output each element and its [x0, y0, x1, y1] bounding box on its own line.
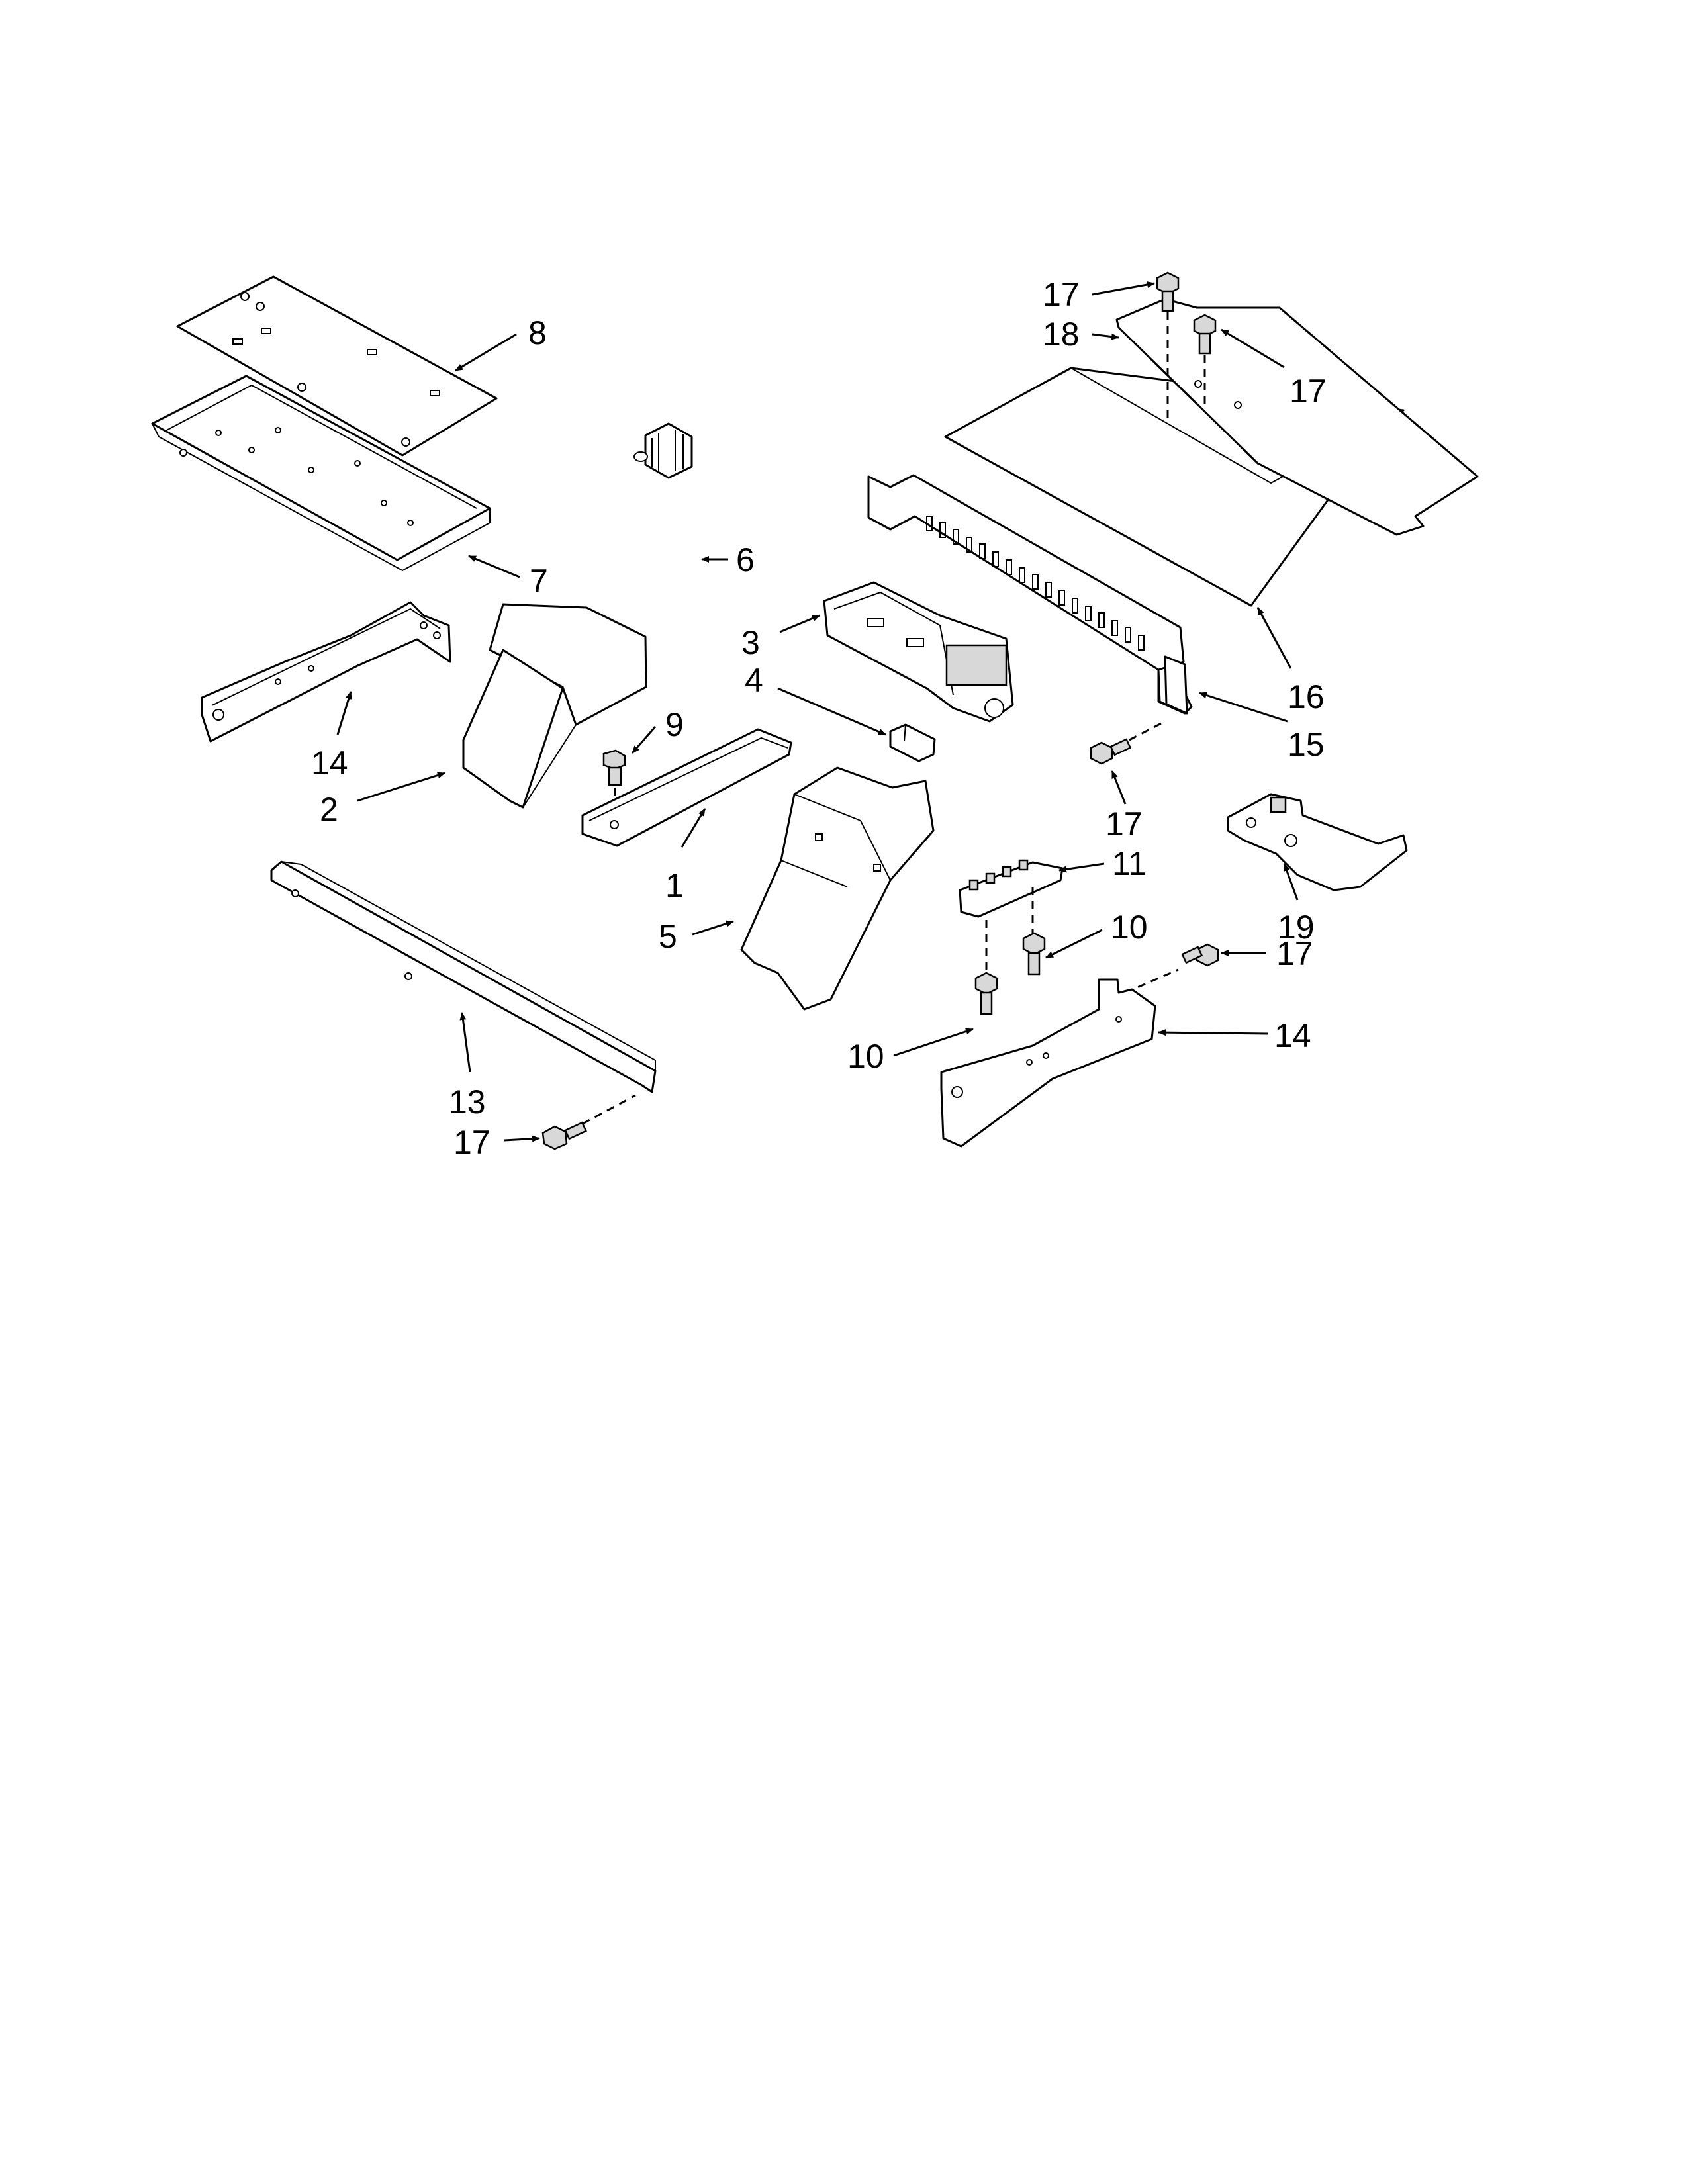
callout-17-mid-right: 17: [1105, 805, 1143, 842]
part-17-screw-top-b[interactable]: [1193, 314, 1217, 355]
part-2-duct[interactable]: [462, 603, 647, 809]
part-17-screw-lower-left[interactable]: [541, 1121, 587, 1150]
callout-6: 6: [736, 541, 755, 578]
callout-3: 3: [741, 624, 760, 661]
callout-15: 15: [1288, 726, 1325, 763]
callout-17-top-a: 17: [1043, 276, 1080, 313]
callout-19: 19: [1278, 909, 1315, 946]
callout-7: 7: [530, 563, 548, 600]
callout-16: 16: [1288, 678, 1325, 715]
callout-9: 9: [665, 706, 684, 743]
callout-1: 1: [665, 867, 684, 904]
part-19-bracket-plate[interactable]: [1227, 793, 1408, 891]
part-17-screw-top-a[interactable]: [1156, 271, 1180, 312]
callout-18: 18: [1043, 316, 1080, 353]
callout-10-upper: 10: [1111, 909, 1148, 946]
part-13-long-rail[interactable]: [270, 860, 657, 1093]
part-18-top-panel[interactable]: [1115, 298, 1479, 536]
part-5-shield[interactable]: [740, 766, 935, 1011]
part-17-screw-lower-right[interactable]: [1181, 943, 1219, 967]
callout-2: 2: [320, 791, 338, 828]
callout-17-top-b: 17: [1289, 373, 1327, 410]
callout-4: 4: [745, 662, 763, 699]
part-14-left-bracket[interactable]: [201, 601, 451, 743]
callout-13: 13: [449, 1083, 486, 1120]
part-17-screw-mid-right[interactable]: [1090, 738, 1132, 765]
part-7-tray[interactable]: [151, 375, 491, 572]
part-10-screw-a[interactable]: [974, 972, 998, 1015]
callout-17-lower-right: 17: [1276, 935, 1313, 972]
part-11-terminal-block[interactable]: [959, 859, 1064, 918]
part-4-block[interactable]: [889, 723, 936, 762]
callout-10-lower: 10: [847, 1038, 884, 1075]
part-10-screw-b[interactable]: [1022, 932, 1046, 976]
part-15-vented-panel[interactable]: [867, 474, 1193, 715]
part-9-screw[interactable]: [602, 749, 626, 786]
part-3-motor-assembly[interactable]: [823, 581, 1014, 723]
callout-11: 11: [1112, 845, 1147, 882]
part-14-right-bracket[interactable]: [940, 978, 1156, 1148]
callout-17-lower-left: 17: [453, 1124, 491, 1161]
part-6-transformer[interactable]: [633, 422, 693, 479]
callout-14-left: 14: [311, 745, 348, 782]
callout-14-right: 14: [1274, 1017, 1311, 1054]
callout-8: 8: [528, 314, 547, 351]
part-8-cover-plate[interactable]: [176, 275, 498, 457]
callout-5: 5: [659, 918, 677, 955]
vent-slots: [926, 516, 1145, 651]
part-1-rail[interactable]: [581, 728, 792, 847]
